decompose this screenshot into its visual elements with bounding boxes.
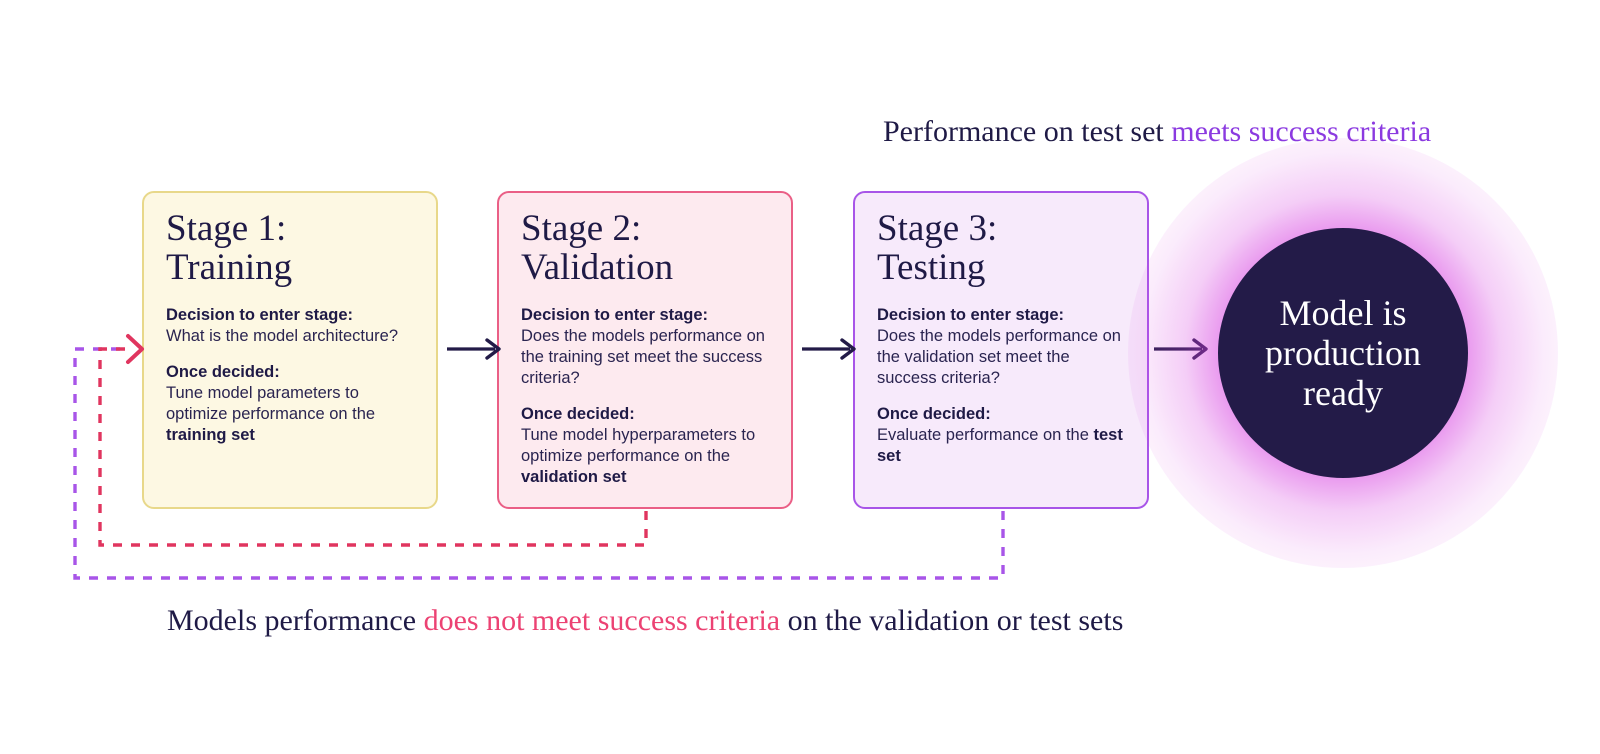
stage-card-validation: Stage 2: Validation Decision to enter st… [497, 191, 793, 509]
stage-2-title: Stage 2: Validation [521, 209, 775, 287]
stage-1-title-line2: Training [166, 247, 293, 288]
stage-3-once-block: Once decided: Evaluate performance on th… [877, 404, 1131, 467]
stage-2-once-label: Once decided: [521, 405, 635, 423]
stage-3-once-text-plain: Evaluate performance on the [877, 426, 1094, 444]
stage-card-testing: Stage 3: Testing Decision to enter stage… [853, 191, 1149, 509]
stage-1-title: Stage 1: Training [166, 209, 420, 287]
stage-3-decision-text: Does the models performance on the valid… [877, 327, 1121, 387]
stage-1-once-label: Once decided: [166, 363, 280, 381]
stage-3-once-text: Evaluate performance on the test set [877, 425, 1131, 467]
top-annotation: Performance on test set meets success cr… [883, 112, 1431, 152]
stage-3-decision-block: Decision to enter stage: Does the models… [877, 305, 1131, 389]
stage-2-decision-block: Decision to enter stage: Does the models… [521, 305, 775, 389]
stage-2-title-line1: Stage 2: [521, 208, 642, 249]
top-annotation-plain: Performance on test set [883, 115, 1172, 148]
stage-3-title-line2: Testing [877, 247, 986, 288]
stage-1-title-line1: Stage 1: [166, 208, 287, 249]
bottom-annotation-plain-prefix: Models performance [167, 604, 424, 637]
stage-3-decision-label: Decision to enter stage: [877, 306, 1065, 324]
production-ready-label: Model is production ready [1265, 293, 1421, 413]
stage-3-once-label: Once decided: [877, 405, 991, 423]
arrow-training-to-validation [447, 337, 507, 361]
bottom-annotation: Models performance does not meet success… [167, 601, 1123, 641]
stage-2-once-text-plain: Tune model hyperparameters to optimize p… [521, 426, 756, 465]
production-ready-line1: Model is [1279, 293, 1407, 333]
stage-2-decision-label: Decision to enter stage: [521, 306, 709, 324]
stage-card-training: Stage 1: Training Decision to enter stag… [142, 191, 438, 509]
stage-2-once-text: Tune model hyperparameters to optimize p… [521, 425, 775, 488]
production-ready-circle: Model is production ready [1218, 228, 1468, 478]
stage-2-decision-text: Does the models performance on the train… [521, 327, 765, 387]
stage-3-title: Stage 3: Testing [877, 209, 1131, 287]
stage-2-once-block: Once decided: Tune model hyperparameters… [521, 404, 775, 488]
stage-2-once-text-strong: validation set [521, 468, 627, 486]
stage-1-decision-text: What is the model architecture? [166, 327, 399, 345]
production-ready-line3: ready [1303, 373, 1383, 413]
bottom-annotation-plain-suffix: on the validation or test sets [780, 604, 1124, 637]
stage-1-decision-label: Decision to enter stage: [166, 306, 354, 324]
feedback-loop-arrowhead [126, 334, 144, 364]
stage-1-decision-block: Decision to enter stage: What is the mod… [166, 305, 420, 347]
production-ready-line2: production [1265, 333, 1421, 373]
bottom-annotation-accent: does not meet success criteria [423, 604, 781, 637]
stage-1-once-text-strong: training set [166, 426, 255, 444]
stage-1-once-text-plain: Tune model parameters to optimize perfor… [166, 384, 376, 423]
arrow-validation-to-testing [802, 337, 862, 361]
stage-1-once-block: Once decided: Tune model parameters to o… [166, 362, 420, 446]
stage-3-title-line1: Stage 3: [877, 208, 998, 249]
stage-2-title-line2: Validation [521, 247, 674, 288]
stage-1-once-text: Tune model parameters to optimize perfor… [166, 383, 420, 446]
